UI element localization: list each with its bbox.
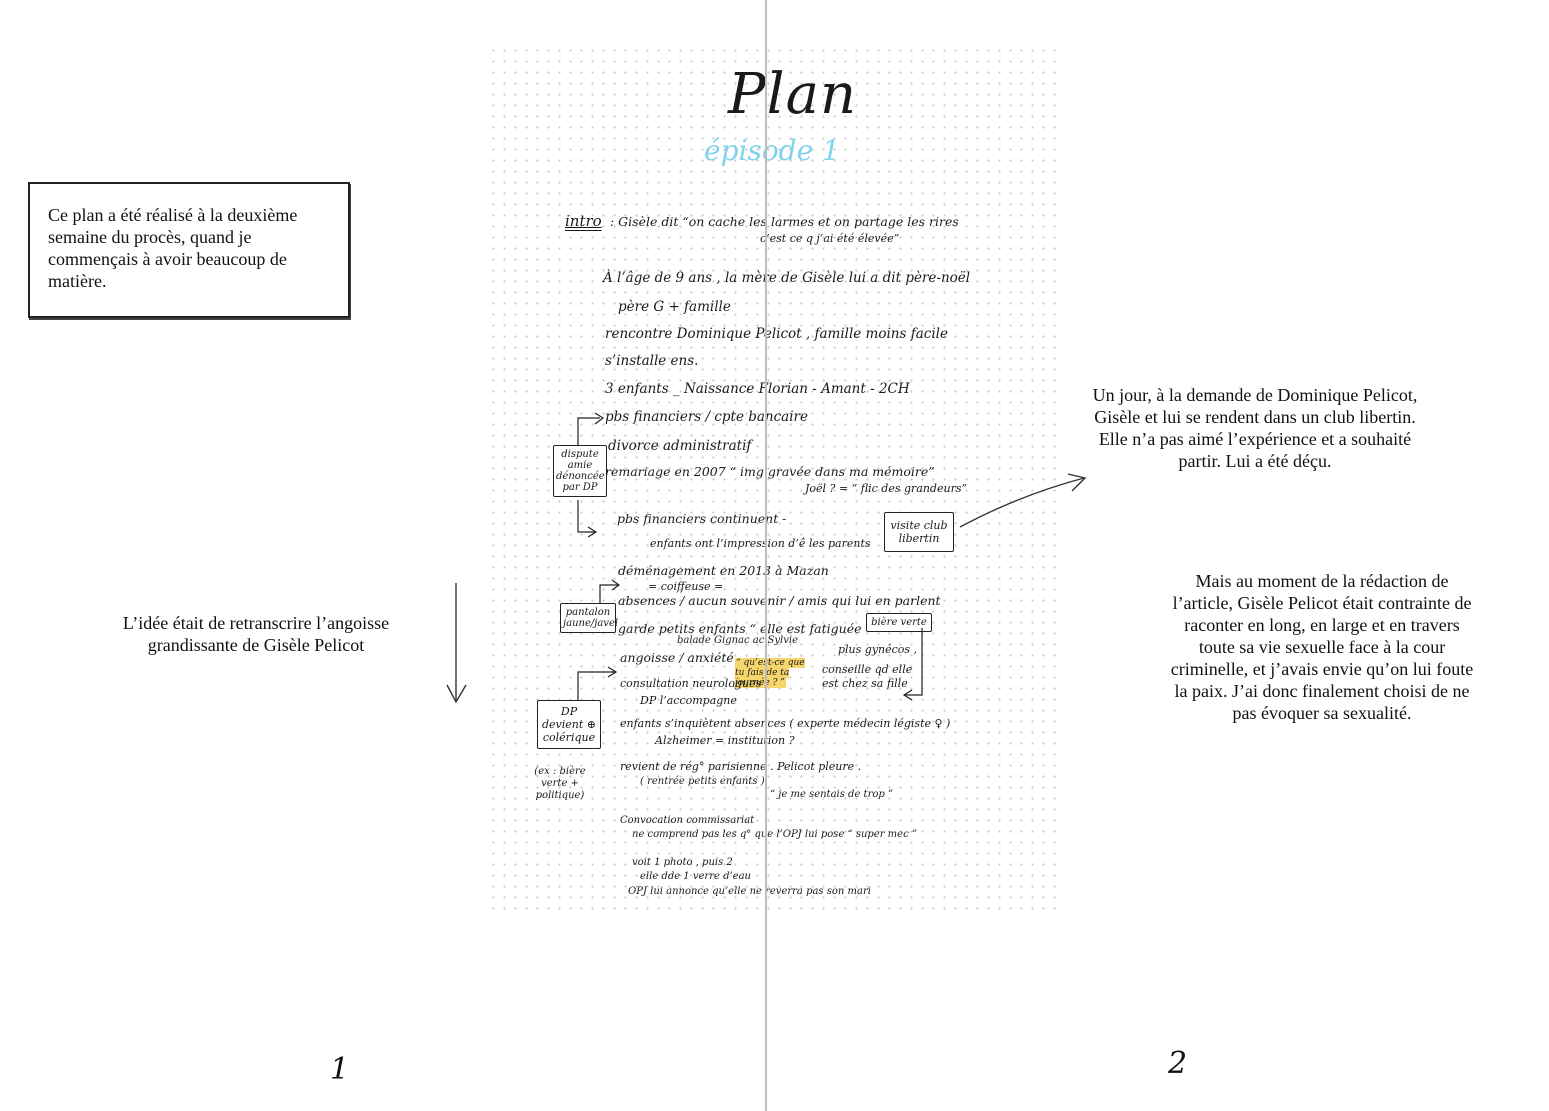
plan-line: Joël ? = “ flic des grandeurs”: [805, 482, 968, 495]
plan-line: ( rentrée petits enfants ): [640, 776, 765, 787]
plan-line: déménagement en 2013 à Mazan: [618, 563, 829, 578]
right-annotation-bottom: Mais au moment de la rédaction de l’arti…: [1170, 571, 1474, 723]
plan-title: Plan: [728, 62, 858, 127]
plan-line: voit 1 photo , puis 2: [632, 857, 733, 868]
pantalon-box: pantalon jaune/javel: [560, 603, 618, 633]
plan-line: Convocation commissariat: [620, 815, 755, 826]
connector-lines: [577, 412, 923, 701]
plan-line: remariage en 2007 “ img gravée dans ma m…: [605, 464, 935, 479]
page-number-left: 1: [330, 1052, 350, 1087]
plan-line: père G + famille: [618, 299, 731, 315]
down-arrow: [446, 583, 467, 704]
plan-line: conseille qd elle est chez sa fille: [822, 663, 913, 690]
plan-line: DP l’accompagne: [640, 694, 737, 707]
plan-line: “ je me sentais de trop ”: [770, 789, 894, 800]
plan-line: “ qu’est-ce que tu fais de ta journée ? …: [735, 658, 815, 688]
side-example-note: (ex : bière verte + politique): [534, 766, 586, 801]
plan-line: elle dde 1 verre d’eau: [640, 871, 751, 882]
plan-line: pbs financiers continuent -: [617, 511, 787, 526]
dp-colerique-box: DP devient ⊕ colérique: [537, 700, 601, 749]
plan-line: ne comprend pas les q° que l’OPJ lui pos…: [632, 829, 917, 840]
right-annotation-top: Un jour, à la demande de Dominique Pelic…: [1092, 385, 1418, 471]
plan-line: enfants s’inquiètent absences ( experte …: [620, 717, 951, 730]
visite-club-box: visite club libertin: [884, 512, 954, 552]
plan-line: balade Gignac ac Sylvie: [677, 635, 798, 646]
plan-line: 3 enfants _ Naissance Florian - Amant - …: [605, 381, 910, 397]
pointer-arrow: [959, 473, 1087, 528]
plan-line: Alzheimer = institution ?: [655, 734, 795, 747]
plan-line: angoisse / anxiété: [620, 650, 734, 665]
plan-line: plus gynécos ,: [838, 643, 918, 656]
plan-line: garde petits enfants “ elle est fatiguée…: [618, 621, 872, 636]
annotation-box: Ce plan a été réalisé à la deuxième sema…: [28, 182, 350, 318]
biere-verte-box: bière verte: [866, 613, 932, 632]
plan-line: consultation neurologues: [620, 677, 762, 690]
plan-line: OPJ lui annonce qu’elle ne reverra pas s…: [628, 886, 871, 897]
left-annotation: L’idée était de retranscrire l’angoisse …: [122, 613, 390, 655]
episode-subtitle: épisode 1: [704, 134, 840, 167]
intro-line-2: c’est ce q j’ai été élevée”: [760, 232, 900, 245]
plan-line: absences / aucun souvenir / amis qui lui…: [618, 593, 941, 608]
plan-line: = coiffeuse =: [648, 580, 724, 593]
dispute-box: dispute amie dénoncée par DP: [553, 445, 607, 497]
page-gutter: [765, 0, 767, 1111]
plan-line: rencontre Dominique Pelicot , famille mo…: [605, 326, 948, 342]
plan-line: divorce administratif: [608, 438, 752, 454]
intro-label: intro: [565, 212, 602, 230]
plan-line: enfants ont l’impression d’ê les parents: [650, 537, 871, 550]
plan-line: revient de rég° parisienne . Pelicot ple…: [620, 760, 862, 773]
plan-line: pbs financiers / cpte bancaire: [605, 409, 808, 425]
page-number-right: 2: [1168, 1046, 1188, 1081]
intro-line-1: : Gisèle dit “on cache les larmes et on …: [610, 214, 959, 229]
plan-line: s’installe ens.: [605, 353, 699, 369]
plan-line: À l’âge de 9 ans , la mère de Gisèle lui…: [603, 270, 971, 286]
